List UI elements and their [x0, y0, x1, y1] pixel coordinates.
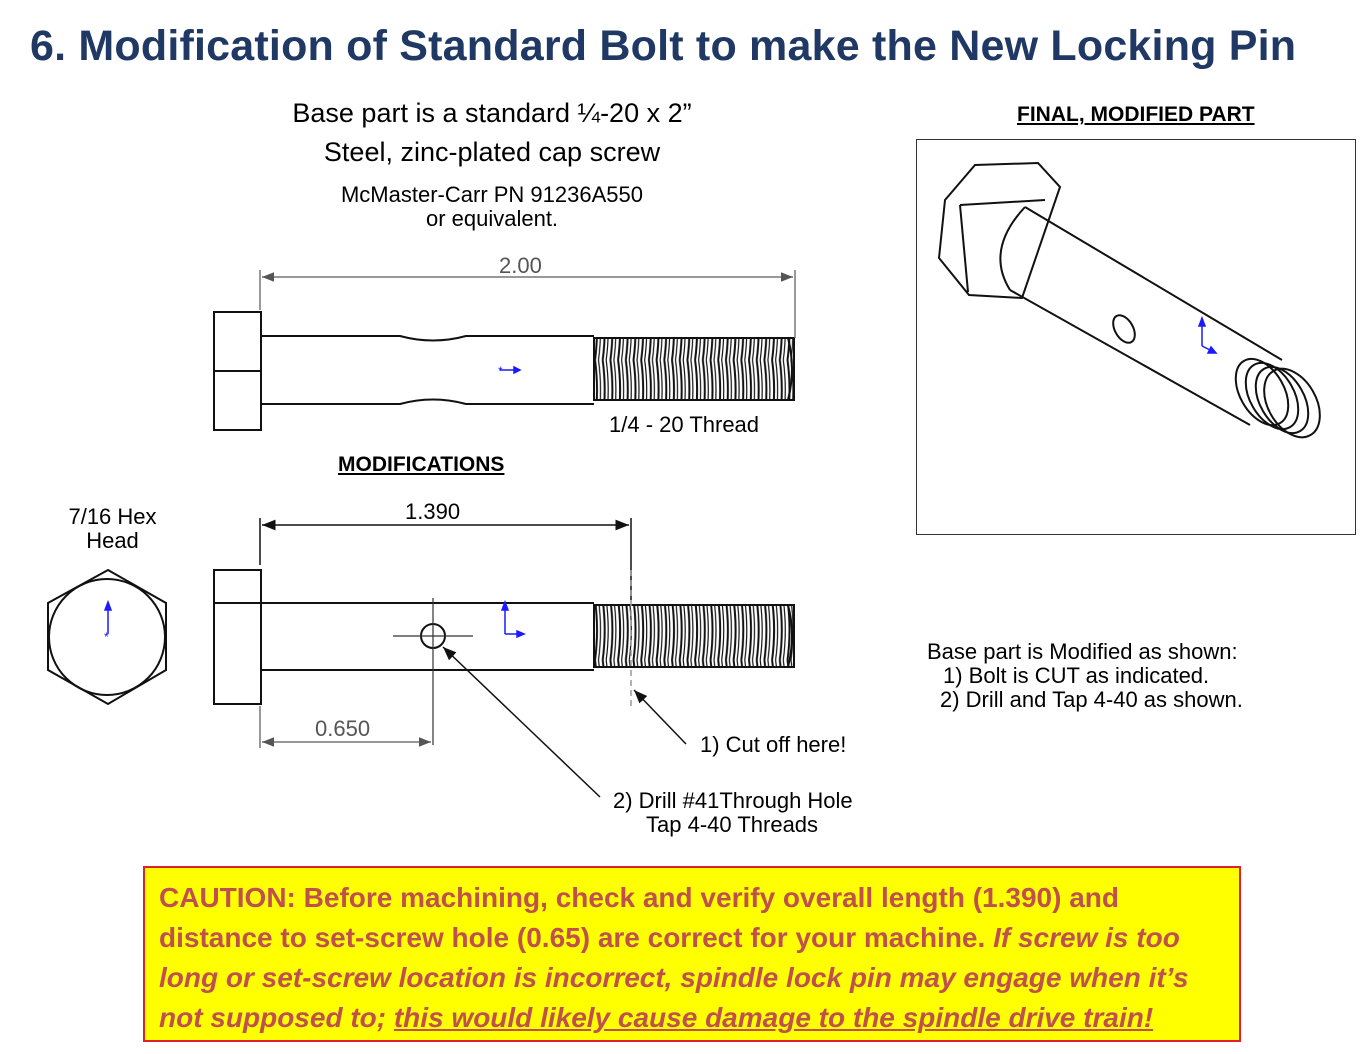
- callout-leaders: [442, 646, 687, 798]
- svg-text:*: *: [498, 364, 503, 378]
- notes-line-1: Base part is Modified as shown:: [927, 639, 1238, 664]
- intro-line-3: McMaster-Carr PN 91236A550: [340, 182, 643, 207]
- thread-label: 1/4 - 20 Thread: [609, 412, 760, 437]
- hex-label-line-1: 7/16 Hex: [68, 504, 157, 529]
- caution-text-damage: this would likely cause damage to the sp…: [393, 1002, 1154, 1033]
- callout-cut-label: 1) Cut off here!: [700, 732, 847, 757]
- length-dimension-2-00: [259, 270, 796, 338]
- callout-drill-line-1: 2) Drill #41Through Hole: [613, 788, 853, 813]
- caution-box: CAUTION: Before machining, check and ver…: [143, 866, 1241, 1042]
- notes-line-3: 2) Drill and Tap 4-40 as shown.: [940, 687, 1243, 712]
- cut-length-label: 1.390: [405, 499, 461, 524]
- modifications-heading: MODIFICATIONS: [338, 453, 505, 476]
- intro-line-2: Steel, zinc-plated cap screw: [323, 137, 661, 167]
- modified-bolt-drawing: [213, 569, 795, 705]
- final-part-frame: [916, 139, 1356, 535]
- hex-label-line-2: Head: [86, 528, 139, 553]
- length-dim-label: 2.00: [499, 253, 542, 278]
- sketch-origin-marker-hex: *: [103, 599, 113, 644]
- sketch-origin-marker-iso: [1197, 315, 1218, 354]
- cut-length-dimension: [259, 518, 632, 710]
- hole-distance-label: 0.650: [315, 716, 371, 741]
- base-bolt-drawing: [213, 311, 795, 431]
- notes-line-2: 1) Bolt is CUT as indicated.: [943, 663, 1210, 688]
- intro-line-4: or equivalent.: [425, 206, 559, 231]
- hole-centerlines: [393, 598, 473, 745]
- hex-head-end-view: [47, 568, 167, 706]
- intro-line-1: Base part is a standard ¼-20 x 2”: [292, 98, 692, 128]
- final-part-isometric: [937, 161, 1321, 439]
- svg-text:*: *: [104, 630, 109, 644]
- sketch-origin-marker-top: *: [498, 364, 522, 378]
- final-part-heading: FINAL, MODIFIED PART: [1017, 103, 1255, 126]
- caution-text-main: CAUTION: Before machining, check and ver…: [159, 882, 1120, 953]
- sketch-origin-marker-bottom: [500, 599, 526, 639]
- caution-text-warning: If screw is too long or set-screw locati…: [159, 922, 1189, 1033]
- hole-distance-dimension: [259, 706, 431, 748]
- page-title: 6. Modification of Standard Bolt to make…: [30, 22, 1297, 70]
- callout-drill-line-2: Tap 4-40 Threads: [646, 812, 819, 837]
